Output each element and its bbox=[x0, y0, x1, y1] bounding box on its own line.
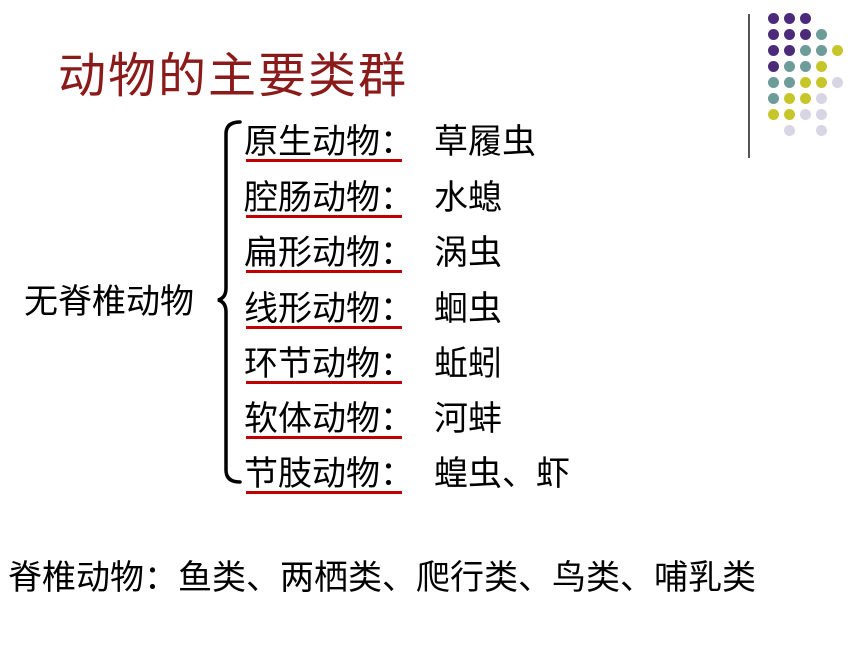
phylum-name: 腔肠动物： bbox=[244, 178, 414, 218]
bracket bbox=[217, 120, 242, 484]
decor-dot bbox=[832, 77, 843, 88]
decor-dot bbox=[784, 45, 795, 56]
decor-dot bbox=[800, 29, 811, 40]
phylum-name: 软体动物： bbox=[244, 399, 414, 439]
decor-dot bbox=[784, 61, 795, 72]
decor-dot bbox=[816, 29, 827, 40]
phylum-row: 扁形动物： 涡虫 bbox=[244, 225, 502, 273]
invertebrates-label: 无脊椎动物 bbox=[24, 282, 194, 322]
phylum-underline bbox=[246, 326, 402, 329]
decor-dot bbox=[784, 13, 795, 24]
phylum-row: 节肢动物： 蝗虫、虾 bbox=[244, 446, 570, 494]
phylum-row: 软体动物： 河蚌 bbox=[244, 391, 502, 439]
phylum-underline bbox=[246, 491, 402, 494]
decor-dot bbox=[784, 77, 795, 88]
decor-dot bbox=[768, 13, 779, 24]
phylum-underline bbox=[246, 381, 402, 384]
phylum-row: 线形动物： 蛔虫 bbox=[244, 281, 502, 329]
decor-dot bbox=[784, 109, 795, 120]
decor-dot bbox=[832, 45, 843, 56]
phylum-underline bbox=[246, 436, 402, 439]
phylum-underline bbox=[246, 215, 402, 218]
vertebrates-line: 脊椎动物：鱼类、两栖类、爬行类、鸟类、哺乳类 bbox=[8, 550, 756, 599]
phylum-underline bbox=[246, 159, 402, 162]
phylum-name: 节肢动物： bbox=[244, 454, 414, 494]
decor-dot bbox=[800, 109, 811, 120]
phylum-example: 蛔虫 bbox=[434, 289, 502, 329]
decor-dot bbox=[768, 77, 779, 88]
phylum-row: 环节动物： 蚯蚓 bbox=[244, 336, 502, 384]
decor-dot bbox=[768, 93, 779, 104]
decor-dot bbox=[816, 125, 827, 136]
phylum-example: 水螅 bbox=[434, 178, 502, 218]
phylum-name: 原生动物： bbox=[244, 122, 414, 162]
decor-dot bbox=[816, 61, 827, 72]
phylum-name: 环节动物： bbox=[244, 344, 414, 384]
decor-dot bbox=[768, 109, 779, 120]
decor-dot bbox=[768, 45, 779, 56]
decor-dot bbox=[784, 125, 795, 136]
decor-dot bbox=[800, 45, 811, 56]
decor-dot bbox=[800, 61, 811, 72]
phylum-underline bbox=[246, 270, 402, 273]
vertebrates-separator: ： bbox=[144, 558, 178, 598]
decor-dot bbox=[768, 29, 779, 40]
decor-divider bbox=[748, 14, 750, 158]
phylum-name: 线形动物： bbox=[244, 289, 414, 329]
phylum-example: 河蚌 bbox=[434, 399, 502, 439]
decor-dot bbox=[800, 13, 811, 24]
decor-dot bbox=[800, 77, 811, 88]
decor-dot bbox=[816, 45, 827, 56]
vertebrates-examples: 鱼类、两栖类、爬行类、鸟类、哺乳类 bbox=[178, 558, 756, 598]
decor-dot bbox=[816, 93, 827, 104]
slide-title: 动物的主要类群 bbox=[58, 48, 409, 104]
phylum-example: 涡虫 bbox=[434, 233, 502, 273]
phylum-row: 原生动物： 草履虫 bbox=[244, 114, 536, 162]
decor-dot bbox=[784, 93, 795, 104]
vertebrates-label: 脊椎动物 bbox=[8, 558, 144, 598]
phylum-name: 扁形动物： bbox=[244, 233, 414, 273]
decor-dot bbox=[816, 77, 827, 88]
phylum-example: 蚯蚓 bbox=[434, 344, 502, 384]
decor-dot bbox=[768, 61, 779, 72]
decor-dot bbox=[800, 93, 811, 104]
phylum-row: 腔肠动物： 水螅 bbox=[244, 170, 502, 218]
decor-dot bbox=[784, 29, 795, 40]
phylum-example: 草履虫 bbox=[434, 122, 536, 162]
phylum-example: 蝗虫、虾 bbox=[434, 454, 570, 494]
decor-dot bbox=[816, 109, 827, 120]
